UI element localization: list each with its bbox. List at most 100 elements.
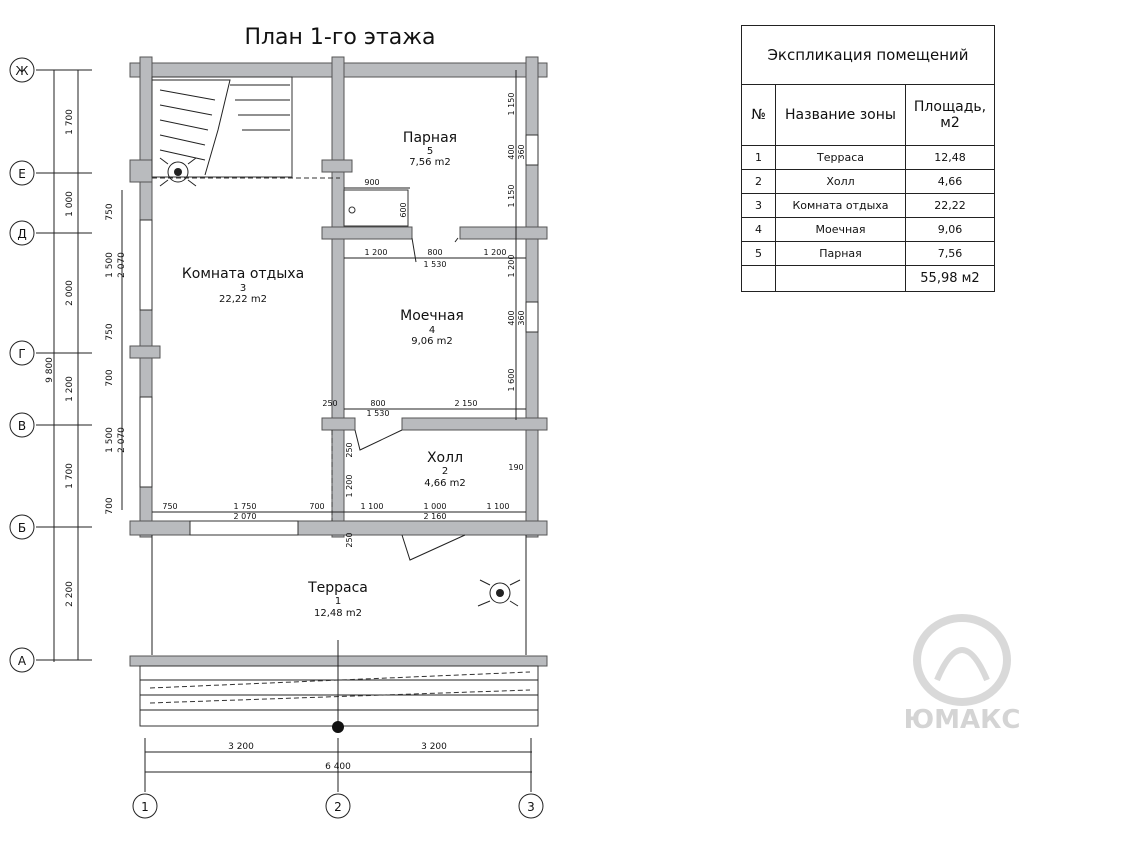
svg-text:1 600: 1 600 xyxy=(507,369,516,392)
svg-text:600: 600 xyxy=(399,202,408,217)
dim-left-outer: 2 000 xyxy=(65,280,75,306)
svg-text:190: 190 xyxy=(508,463,523,472)
axis-label-Ж: Ж xyxy=(16,64,29,78)
svg-text:1 100: 1 100 xyxy=(487,502,510,511)
dim-left-outer: 1 000 xyxy=(65,191,75,217)
total-area: 55,98 м2 xyxy=(905,265,995,292)
room-labels: Парная 5 7,56 m2 Комната отдыха 3 22,22 … xyxy=(182,130,466,619)
dim-left-outer: 1 700 xyxy=(65,463,75,489)
dim-left-inner: 750 xyxy=(105,323,115,340)
dim-left-outer: 1 700 xyxy=(65,109,75,135)
room-name: Моечная xyxy=(400,308,464,324)
svg-text:800: 800 xyxy=(370,399,385,408)
svg-text:400: 400 xyxy=(507,310,516,325)
room-area: 9,06 m2 xyxy=(411,336,453,347)
room-number: 4 xyxy=(429,325,435,336)
room-number: 1 xyxy=(335,596,341,607)
axis-label-3: 3 xyxy=(527,800,535,814)
svg-text:2 070: 2 070 xyxy=(234,512,257,521)
svg-text:360: 360 xyxy=(517,310,526,325)
axis-bubble-В: В xyxy=(9,412,35,438)
svg-text:360: 360 xyxy=(517,144,526,159)
axis-label-А: А xyxy=(18,654,27,668)
plant-icon xyxy=(159,157,197,187)
left-axis-grid: Ж Е Д Г В Б А 1 700 1 000 2 000 1 200 1 … xyxy=(9,57,127,673)
axis-bubble-1: 1 xyxy=(132,793,158,819)
company-logo: ЮМАКС xyxy=(887,600,1037,740)
svg-text:1 200: 1 200 xyxy=(345,475,354,498)
room-name: Комната отдыха xyxy=(182,266,304,282)
svg-text:400: 400 xyxy=(507,144,516,159)
axis-label-2: 2 xyxy=(334,800,342,814)
svg-text:1 150: 1 150 xyxy=(507,185,516,208)
axis-bubble-Б: Б xyxy=(9,514,35,540)
svg-text:900: 900 xyxy=(364,178,379,187)
dim-left-inner: 700 xyxy=(105,369,115,386)
svg-text:1 200: 1 200 xyxy=(484,248,507,257)
axis-label-1: 1 xyxy=(141,800,149,814)
staircase xyxy=(151,76,340,179)
explication-title: Экспликация помещений xyxy=(741,25,995,85)
terrace-structure xyxy=(129,535,548,733)
svg-text:1 530: 1 530 xyxy=(424,260,447,269)
svg-text:1 200: 1 200 xyxy=(507,255,516,278)
svg-text:750: 750 xyxy=(162,502,177,511)
svg-text:1 750: 1 750 xyxy=(234,502,257,511)
axis-bubble-2: 2 xyxy=(325,793,351,819)
col-area-header: Площадь, м2 xyxy=(905,84,995,146)
svg-text:2 150: 2 150 xyxy=(455,399,478,408)
svg-text:1 000: 1 000 xyxy=(424,502,447,511)
svg-text:1 100: 1 100 xyxy=(361,502,384,511)
doors xyxy=(354,237,466,561)
plant-icon xyxy=(477,579,521,607)
room-area: 22,22 m2 xyxy=(219,294,267,305)
room-name: Холл xyxy=(427,450,463,466)
dim-bottom: 3 200 xyxy=(228,742,254,752)
walls xyxy=(129,56,548,538)
dim-left-inner: 1 500 xyxy=(105,427,115,453)
table-total-row: 55,98 м2 xyxy=(741,265,995,292)
dim-left-inner: 700 xyxy=(105,497,115,514)
room-number: 2 xyxy=(442,466,448,477)
axis-bubble-Е: Е xyxy=(9,160,35,186)
dim-left-inner: 750 xyxy=(105,203,115,220)
dim-left-outer: 2 200 xyxy=(65,581,75,607)
svg-text:2 160: 2 160 xyxy=(424,512,447,521)
room-number: 5 xyxy=(427,146,433,157)
svg-text:1 530: 1 530 xyxy=(367,409,390,418)
explication-table: Экспликация помещений № Название зоны Пл… xyxy=(741,25,995,292)
room-area: 4,66 m2 xyxy=(424,478,466,489)
dim-left-inner: 2 070 xyxy=(117,252,127,278)
svg-text:700: 700 xyxy=(309,502,324,511)
axis-bubble-Д: Д xyxy=(9,220,35,246)
dim-bottom-total: 6 400 xyxy=(325,762,351,772)
svg-text:1 200: 1 200 xyxy=(365,248,388,257)
interior-dimensions: 900 600 1 200 800 1 200 1 530 1 150 400 … xyxy=(152,70,526,548)
svg-text:1 150: 1 150 xyxy=(507,93,516,116)
axis-bubble-Ж: Ж xyxy=(9,57,35,83)
axis-bubble-Г: Г xyxy=(9,340,35,366)
axis-bubble-А: А xyxy=(9,647,35,673)
svg-text:250: 250 xyxy=(345,442,354,457)
axis-label-Е: Е xyxy=(18,167,26,181)
room-name: Парная xyxy=(403,130,457,146)
dim-left-inner: 1 500 xyxy=(105,252,115,278)
plan-title: План 1-го этажа xyxy=(244,25,435,50)
dim-left-total: 9 800 xyxy=(45,357,55,383)
col-name-header: Название зоны xyxy=(775,84,906,146)
bottom-axis-grid: 3 200 3 200 6 400 1 2 3 xyxy=(132,738,544,819)
col-num-header: № xyxy=(741,84,776,146)
axis-label-В: В xyxy=(18,419,26,433)
axis-label-Б: Б xyxy=(18,521,26,535)
logo-mark: ЮМАКС xyxy=(904,614,1020,735)
room-name: Терраса xyxy=(307,580,368,596)
axis-bubble-3: 3 xyxy=(518,793,544,819)
svg-text:250: 250 xyxy=(345,532,354,547)
axis-label-Д: Д xyxy=(17,227,26,241)
svg-text:800: 800 xyxy=(427,248,442,257)
